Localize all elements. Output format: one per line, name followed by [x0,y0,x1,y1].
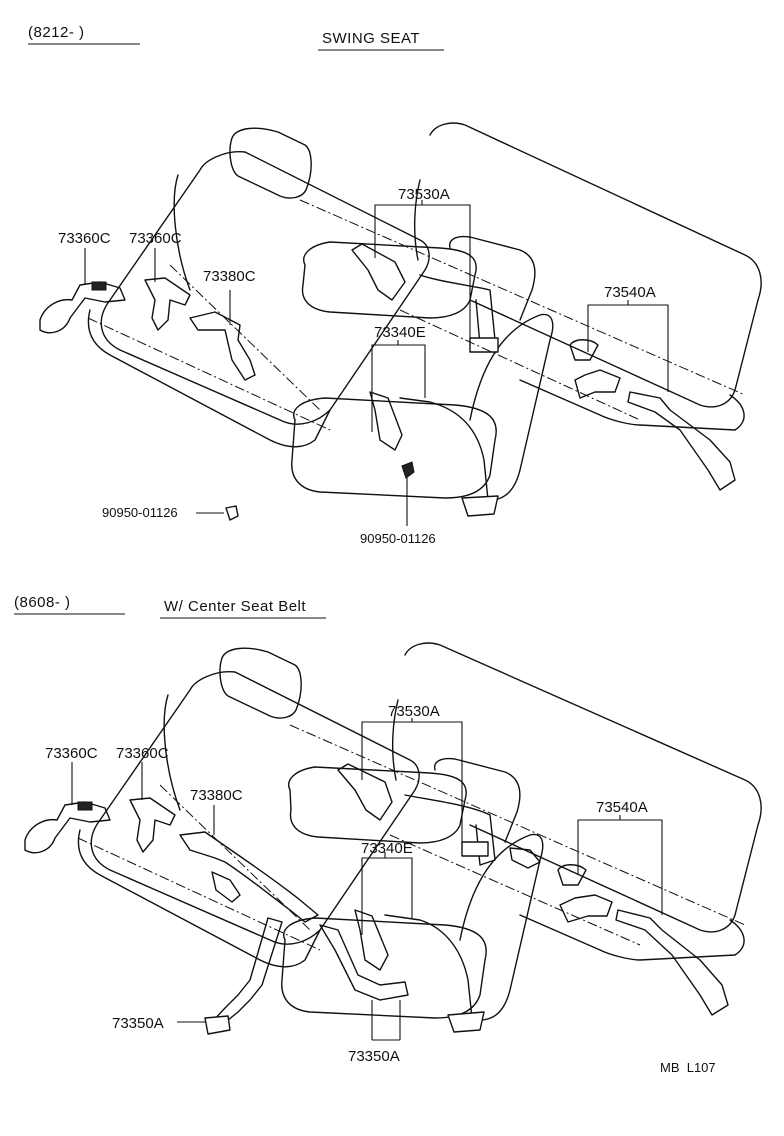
top-section: (8212- ) SWING SEAT [28,24,762,546]
top-leader-lines [84,200,669,526]
top-label-73530a: 73530A [398,186,450,203]
bottom-belt-73360c-right [129,797,176,853]
top-label-73340e: 73340E [374,324,426,341]
bottom-label-73350a-left: 73350A [112,1015,164,1032]
bottom-label-73350a-bottom: 73350A [348,1048,400,1065]
top-label-73360c-b: 73360C [129,230,182,247]
top-belt-73360c-left [39,281,126,334]
bottom-belt-73540a [509,847,729,1016]
top-label-73380c: 73380C [203,268,256,285]
bottom-leader-lines [71,718,663,1041]
top-belt-73340e [369,391,499,517]
top-left-bench-seat [87,127,430,448]
bottom-swing-seat-rear [288,757,521,844]
bottom-label-73340e: 73340E [361,840,413,857]
bottom-section: (8608- ) W/ Center Seat Belt [14,594,762,1065]
bottom-belt-73530a [337,763,496,866]
top-belt-73530a [351,243,499,353]
bottom-belt-73340e [354,909,485,1033]
top-label-90950-left: 90950-01126 [102,505,178,520]
bottom-label-73530a: 73530A [388,703,440,720]
top-label-73360c-a: 73360C [58,230,111,247]
bottom-label-73360c-b: 73360C [116,745,169,762]
top-section-code: (8212- ) [28,24,85,41]
top-section-title: SWING SEAT [322,30,420,47]
bottom-label-73360c-a: 73360C [45,745,98,762]
bottom-section-title: W/ Center Seat Belt [164,598,306,615]
top-belt-73380c [189,311,256,381]
top-label-90950-bottom: 90950-01126 [360,531,436,546]
bottom-label-73380c: 73380C [190,787,243,804]
top-swing-seat-front [291,313,554,501]
bottom-belt-73350a-front [319,924,409,1001]
top-bolt-90950-left [225,505,239,521]
bottom-belt-73360c-left [24,801,111,854]
bottom-belt-73350a-left [204,917,283,1035]
bottom-belt-73380c [179,831,319,923]
bottom-section-code: (8608- ) [14,594,71,611]
bottom-label-73540a: 73540A [596,799,648,816]
top-right-bench-seat [413,122,762,431]
bottom-right-bench-seat [391,642,762,961]
top-belt-73540a [569,339,736,491]
top-label-73540a: 73540A [604,284,656,301]
diagram-reference-code: MB L107 [660,1060,716,1075]
top-belt-73360c-right [144,277,191,331]
bottom-left-bench-seat [77,647,420,968]
